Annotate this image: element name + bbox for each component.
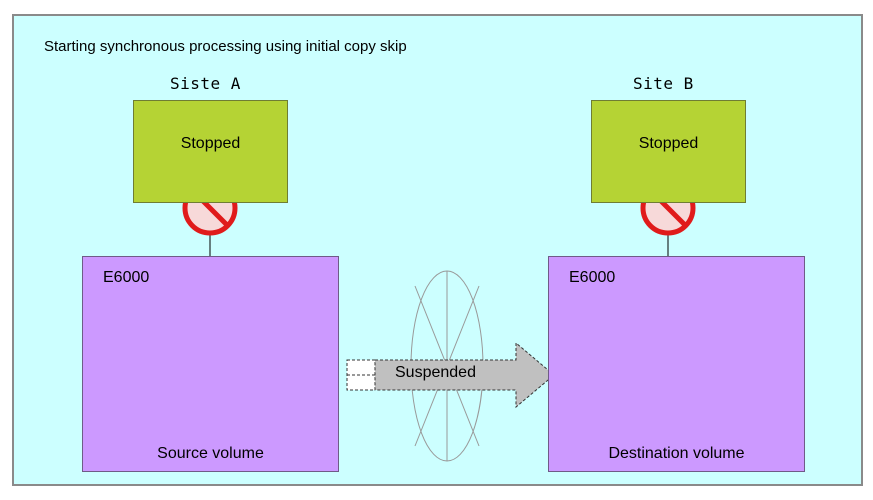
site-a-label: Siste A — [170, 74, 241, 93]
arrow-icon — [346, 341, 555, 409]
site-b-storage: E6000 Destination volume — [548, 256, 805, 472]
source-volume-label: Source volume — [157, 445, 264, 462]
site-a-storage-model: E6000 — [103, 269, 150, 286]
destination-volume-label: Destination volume — [608, 445, 745, 462]
site-a-storage: E6000 Source volume — [82, 256, 339, 472]
site-a-server-status: Stopped — [180, 135, 241, 152]
diagram-title: Starting synchronous processing using in… — [44, 38, 407, 55]
site-b-storage-model: E6000 — [569, 269, 616, 286]
site-b-server: Stopped — [591, 100, 746, 203]
link-status-label: Suspended — [395, 364, 476, 381]
diagram-frame: Starting synchronous processing using in… — [12, 14, 863, 486]
site-b-label: Site B — [633, 74, 694, 93]
site-b-server-status: Stopped — [638, 135, 699, 152]
site-a-server: Stopped — [133, 100, 288, 203]
